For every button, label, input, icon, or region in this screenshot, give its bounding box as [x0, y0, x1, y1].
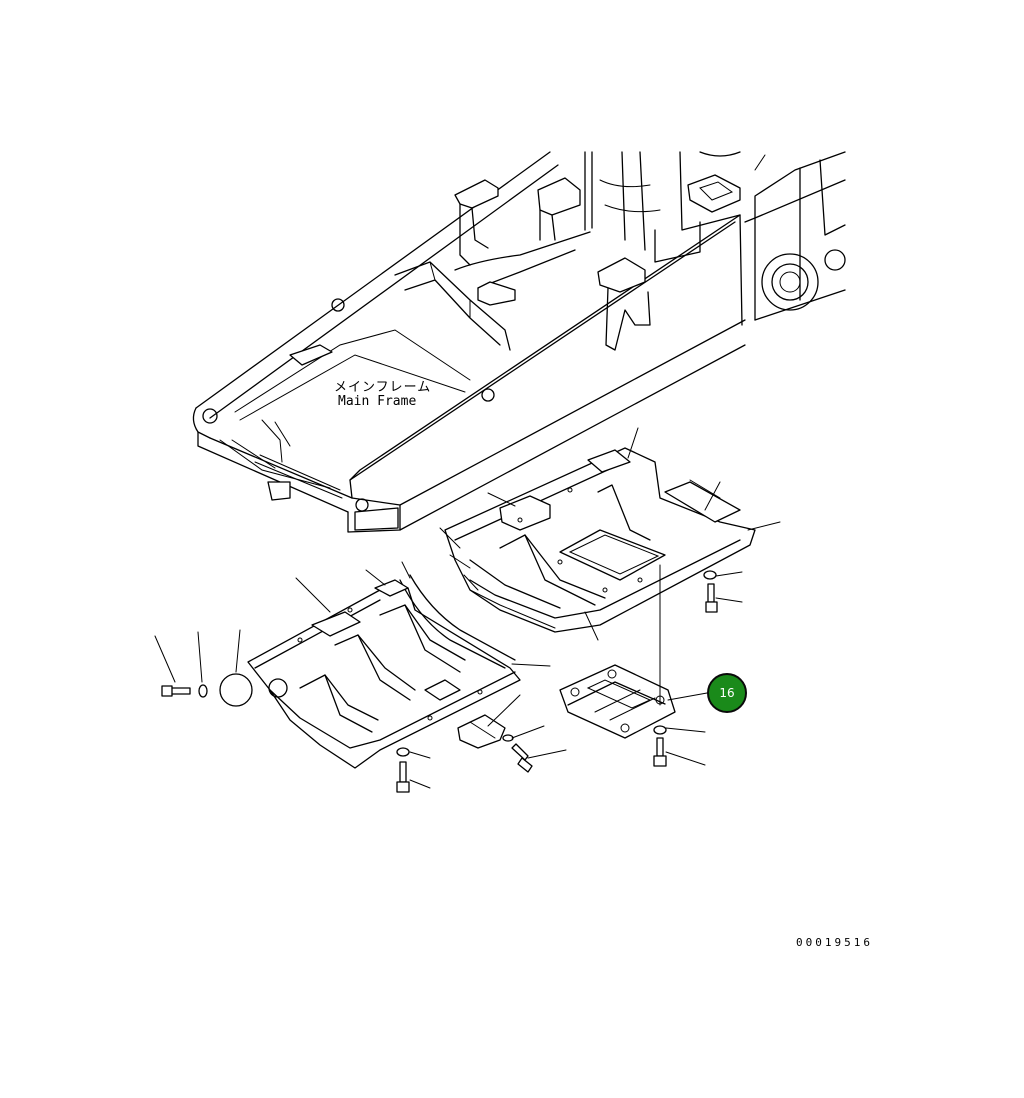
figure-id: 00019516: [796, 936, 873, 949]
front-under-cover-drawing: [219, 574, 521, 769]
leader-lines: [154, 154, 781, 789]
fasteners-drawing: [161, 570, 718, 793]
main-frame-label-jp: メインフレーム: [334, 380, 432, 395]
callout-16-number: 16: [719, 686, 735, 700]
callout-16-button[interactable]: 16: [707, 673, 747, 713]
main-frame-label-en: Main Frame: [338, 394, 417, 409]
service-cover-drawing: [559, 664, 676, 739]
small-bracket-drawing: [457, 714, 506, 749]
main-frame-drawing: [192, 151, 846, 533]
